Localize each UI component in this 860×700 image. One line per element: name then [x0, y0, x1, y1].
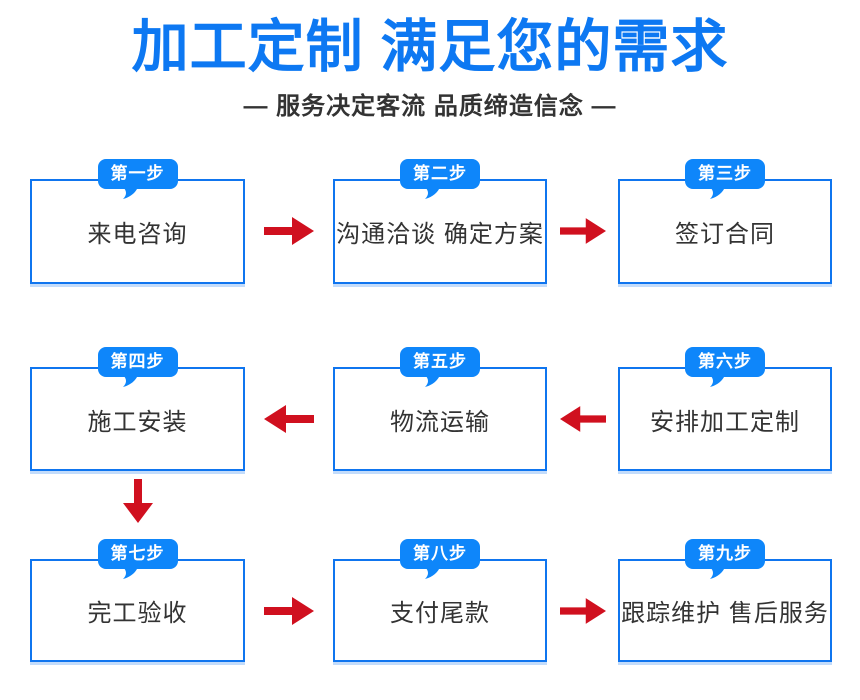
flow-connector — [245, 347, 333, 471]
step-label: 安排加工定制 — [650, 408, 800, 436]
step-tag-3: 第三步 — [685, 159, 765, 199]
step-box-border: 支付尾款 — [333, 559, 547, 662]
tag-tail-icon — [425, 567, 440, 579]
step-box-border: 签订合同 — [618, 179, 832, 284]
step-tag-5: 第五步 — [400, 347, 480, 387]
step-tag-label: 第八步 — [413, 544, 467, 563]
step-tag-2: 第二步 — [400, 159, 480, 199]
tag-tail-icon — [425, 375, 440, 387]
step-tag-7: 第七步 — [97, 539, 178, 579]
step-label: 支付尾款 — [390, 600, 490, 627]
step-tag-label: 第一步 — [110, 164, 165, 183]
step-box-3: 第三步 签订合同 — [618, 159, 832, 284]
step-box-8: 第八步 支付尾款 — [333, 539, 547, 662]
step-tag-9: 第九步 — [685, 539, 765, 579]
step-box-border: 安排加工定制 — [618, 367, 832, 471]
flow-connector-down — [30, 471, 832, 539]
step-tag-label: 第三步 — [698, 164, 752, 183]
tag-tail-icon — [122, 375, 138, 387]
step-tag-label: 第六步 — [698, 352, 752, 371]
step-label: 物流运输 — [390, 408, 490, 436]
step-tag-4: 第四步 — [97, 347, 178, 387]
arrow-left-icon — [264, 405, 314, 433]
step-box-9: 第九步 跟踪维护 售后服务 — [618, 539, 832, 662]
step-tag-label: 第四步 — [110, 352, 165, 371]
step-box-2: 第二步 沟通洽谈 确定方案 — [333, 159, 547, 284]
step-box-4: 第四步 施工安装 — [30, 347, 245, 471]
arrow-right-icon — [264, 597, 314, 625]
arrow-right-icon — [559, 218, 606, 244]
tag-tail-icon — [710, 567, 725, 579]
header: 加工定制 满足您的需求 — 服务决定客流 品质缔造信念 — — [0, 0, 860, 122]
arrow-right-icon — [559, 598, 606, 624]
tag-tail-icon — [710, 375, 725, 387]
tag-tail-icon — [425, 187, 440, 199]
step-box-5: 第五步 物流运输 — [333, 347, 547, 471]
step-label: 沟通洽谈 确定方案 — [336, 221, 544, 248]
page-title: 加工定制 满足您的需求 — [131, 15, 729, 79]
tag-tail-icon — [122, 567, 138, 579]
flow-connector — [547, 347, 618, 471]
step-tag-label: 第七步 — [110, 544, 165, 563]
step-box-1: 第一步 来电咨询 — [30, 159, 245, 284]
tag-tail-icon — [710, 187, 725, 199]
step-box-border: 沟通洽谈 确定方案 — [333, 179, 547, 284]
step-tag-label: 第五步 — [413, 352, 467, 371]
step-box-border: 完工验收 — [30, 559, 245, 662]
flow-connector — [547, 539, 618, 662]
step-label: 来电咨询 — [87, 221, 188, 248]
step-tag-1: 第一步 — [97, 159, 178, 199]
step-box-border: 来电咨询 — [30, 179, 245, 284]
flow-diagram: 第一步 来电咨询 第二步 沟通洽谈 确定方案 第三步 — [30, 159, 832, 662]
tag-tail-icon — [122, 187, 138, 199]
step-tag-label: 第二步 — [413, 164, 467, 183]
flow-connector — [245, 159, 333, 284]
arrow-right-icon — [264, 217, 314, 245]
step-box-6: 第六步 安排加工定制 — [618, 347, 832, 471]
step-tag-label: 第九步 — [698, 544, 752, 563]
step-label: 跟踪维护 售后服务 — [621, 600, 829, 627]
flow-connector — [245, 539, 333, 662]
row-spacer — [30, 284, 832, 347]
step-label: 签订合同 — [675, 221, 775, 248]
step-label: 完工验收 — [87, 600, 188, 627]
arrow-left-icon — [559, 406, 606, 432]
step-box-border: 施工安装 — [30, 367, 245, 471]
step-box-border: 跟踪维护 售后服务 — [618, 559, 832, 662]
arrow-down-icon — [123, 479, 153, 523]
step-box-7: 第七步 完工验收 — [30, 539, 245, 662]
step-label: 施工安装 — [87, 408, 188, 436]
step-tag-6: 第六步 — [685, 347, 765, 387]
flow-connector — [547, 159, 618, 284]
page-subtitle: — 服务决定客流 品质缔造信念 — — [243, 93, 617, 120]
step-tag-8: 第八步 — [400, 539, 480, 579]
